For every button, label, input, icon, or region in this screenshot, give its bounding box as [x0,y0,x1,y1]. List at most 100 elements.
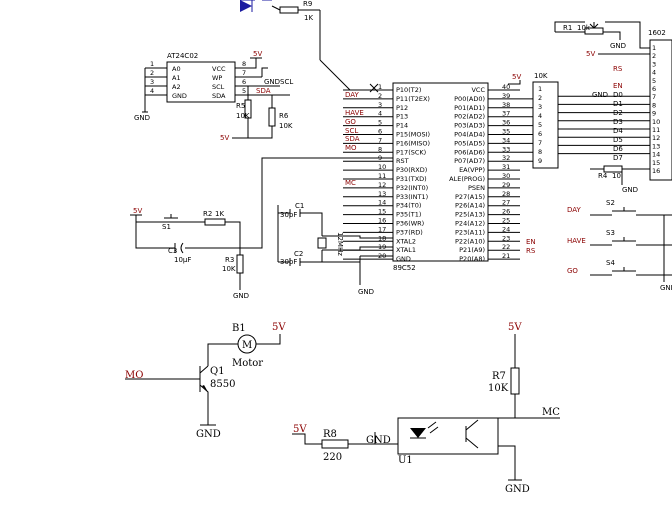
lcd-pin-number: 4 [652,69,656,77]
mcu-pin-number: 6 [378,128,382,136]
mcu-pin-number: 28 [502,190,510,198]
net-en: EN [526,238,536,246]
lcd-part: 1602 [648,29,666,37]
r3-value: 10K [222,265,236,273]
mcu-pin-number: 32 [502,154,510,162]
mcu-pin-number: 17 [378,225,386,233]
r4-value: 10 [612,172,621,180]
r8-label: R8 [323,429,337,440]
q1-value: 8550 [210,379,235,390]
lcd-net-d4: D4 [613,127,623,135]
5v-label: 5V [586,50,595,58]
lcd-pin-number: 12 [652,134,660,142]
mcu-pin-label: P06(AD6) [454,148,485,156]
net-5v: 5V [512,73,521,81]
c2-value: 30pF [280,258,297,266]
eeprom-circuit: AT24C02 A0 A1 A2 GND VCC WP SCL SDA 1 2 … [134,50,293,142]
mcu-pin-label: P11(T2EX) [396,95,430,103]
opto-led-icon [410,428,426,438]
mcu-pin-label: P35(T1) [396,211,421,219]
q1-transistor [199,365,209,425]
mcu-pin-number: 1 [378,83,382,91]
mcu-pin-label: P23(A11) [455,228,485,236]
s3-label: S3 [606,229,615,237]
mcu-pin-label: PSEN [468,184,485,192]
net-go: GO [567,267,578,275]
eeprom-pin: SCL [212,83,225,91]
pin-number: 4 [150,87,154,95]
r3-label: R3 [225,256,234,264]
mcu-pin-number: 24 [502,225,510,233]
rpack-pin-number: 2 [538,94,542,102]
lcd-pin-number: 2 [652,52,656,60]
c3-label: C3 [168,247,177,255]
s2-label: S2 [606,199,615,207]
mcu-pin-label: XTAL2 [396,237,416,245]
eeprom-pin: GND [172,92,187,100]
lcd-net-d1: D1 [613,100,623,108]
c1-label: C1 [295,202,304,210]
r8-value: 220 [323,452,342,463]
mcu-pin-number: 36 [502,119,510,127]
lcd-pin-number: 1 [652,44,656,52]
net-day: DAY [567,206,582,214]
mcu-pin-number: 30 [502,172,510,180]
lcd-pin-number: 10 [652,118,660,126]
rpack-label: 10K [534,72,548,80]
r7-resistor [510,367,520,395]
mcu-pin-label: P25(A13) [455,211,485,219]
mcu-pin-number: 13 [378,190,386,198]
r3-resistor [236,254,244,274]
gnd-label: GND [358,288,374,296]
rpack-body [532,81,559,169]
lcd-pin-number: 6 [652,85,656,93]
mcu-pin-number: 33 [502,145,510,153]
r9-value: 1K [304,14,313,22]
r9-resistor [279,6,299,14]
pin-number: 8 [242,60,246,68]
pin-number: 6 [242,78,246,86]
led-icon [240,0,252,12]
r6-value: 10K [279,122,293,130]
eeprom-pin: A0 [172,65,181,73]
c3-value: 10μF [174,256,191,264]
lcd-connector [649,39,672,181]
5v-label: 5V [220,134,229,142]
u1-optocoupler [397,417,499,455]
mcu-pin-label: P13 [396,113,408,121]
mcu-pin-number: 31 [502,163,510,171]
gnd-label: GND [610,42,626,50]
r4-label: R4 [598,172,608,180]
gnd-label: GND [660,284,672,292]
mcu-pin-number: 5 [378,119,382,127]
c3-capacitor [174,242,184,254]
r9-label: R9 [303,0,312,8]
mcu-pin-label: EA(VPP) [459,166,485,174]
lcd-net-d3: D3 [613,118,623,126]
lcd-pin-number: 3 [652,60,656,68]
no-connect-icon [369,83,379,93]
gnd-label: GND [196,429,221,440]
lcd-pin-number: 5 [652,77,656,85]
r6-label: R6 [279,112,289,120]
eeprom-pin: VCC [212,65,226,73]
s1-label: S1 [162,223,171,231]
lcd-pin-number: 9 [652,110,656,118]
r7-label: R7 [492,371,506,382]
mcu-pin-label: P34(T0) [396,202,421,210]
lcd-net-d0: D0 [613,91,623,99]
mcu-pin-number: 35 [502,128,510,136]
gnd-label: GND [366,435,391,446]
q1-label: Q1 [210,366,225,377]
mcu-pin-label: VCC [471,86,485,94]
lcd-pin-number: 11 [652,126,660,134]
mcu-pin-label: P07(AD7) [454,157,485,165]
gnd-label: GND [233,292,249,300]
opto-circuit: 5V R8 220 GND U1 5V R7 10K MC GND [292,322,560,495]
crystal-value: 12MHz [336,232,344,256]
mcu-pin-label: P01(AD1) [454,104,485,112]
mcu-pin-number: 10 [378,163,386,171]
motor-symbol: M [242,340,252,351]
net-scl: SCL [345,127,358,135]
